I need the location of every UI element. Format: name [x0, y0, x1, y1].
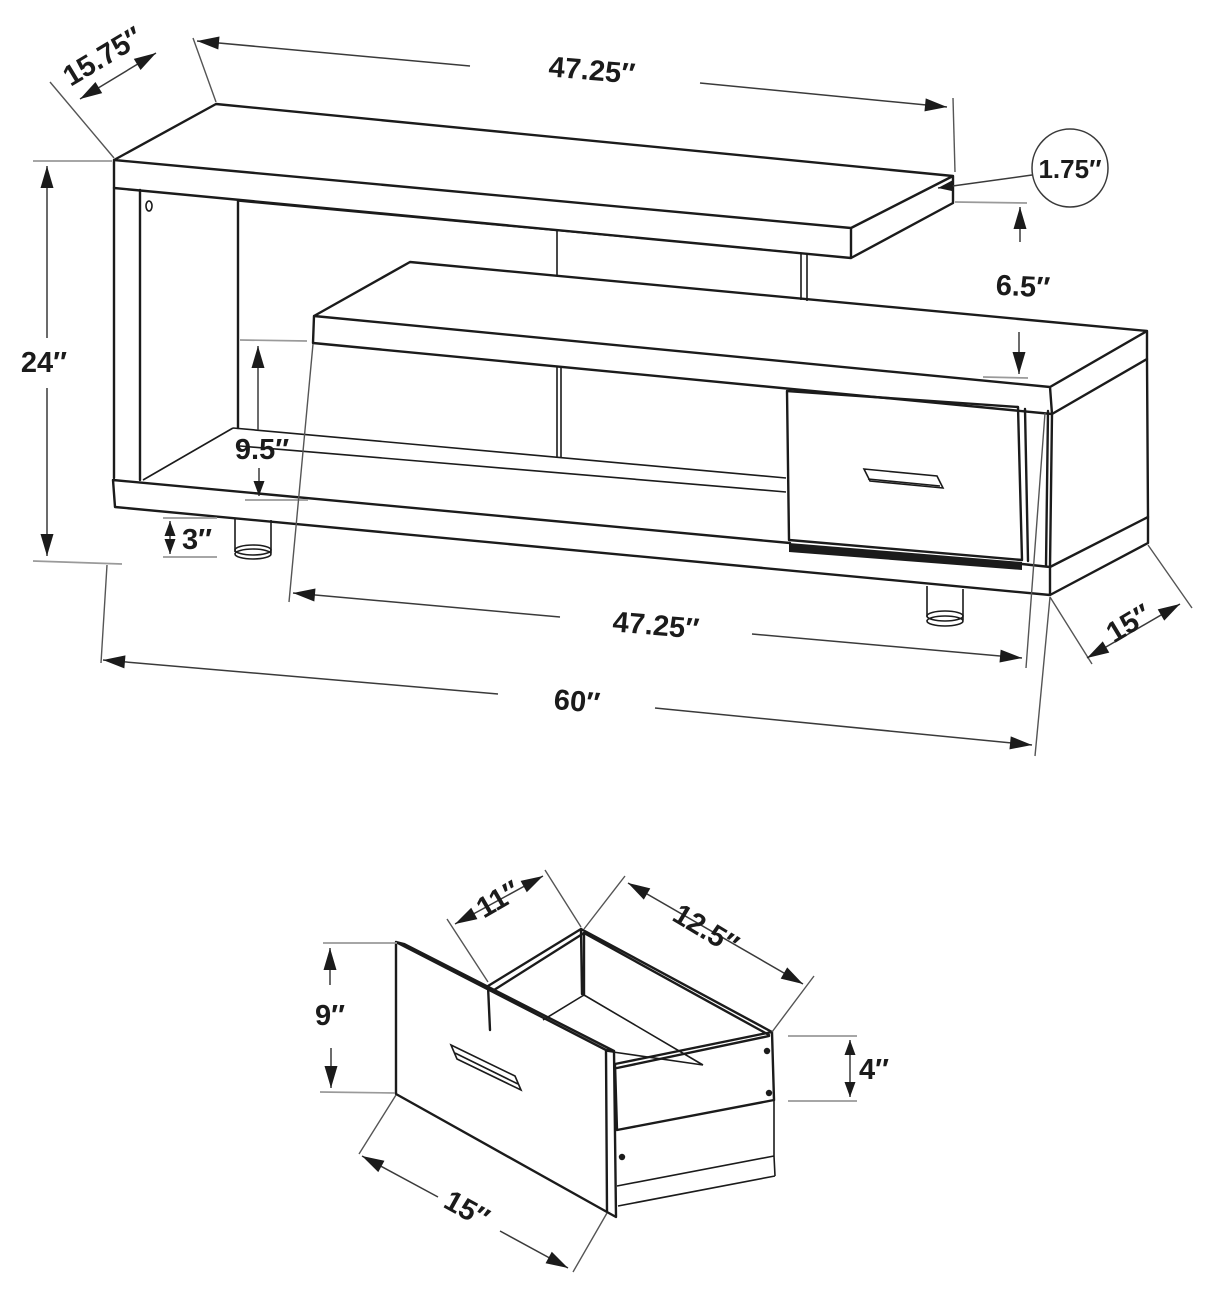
dim-cabinet-width: 47.25″	[288, 343, 1046, 669]
dim-shelf-gap: 6.5″	[954, 201, 1051, 379]
drawer-handle-lip	[867, 478, 941, 487]
drawer-floor	[542, 994, 704, 1066]
drawer-detail-handle	[449, 1043, 523, 1092]
dim-drawer-front-height: 9″	[315, 942, 397, 1094]
overall-height-label: 24″	[21, 347, 67, 379]
shelf-underside-edge	[237, 200, 802, 254]
drawer-bottom-edge	[616, 1100, 776, 1207]
shelf-depth-label: 15.75″	[58, 21, 149, 93]
cabinet-right-side	[1048, 357, 1150, 569]
leg-height-label: 3″	[182, 524, 212, 556]
interior-floor-lines	[142, 427, 787, 493]
dim-cabinet-depth: 15″	[1049, 544, 1193, 665]
drawer-front-panel	[394, 940, 618, 1219]
drawer-figure: 11″ 12.5″ 9″ 4″ 15″	[315, 869, 889, 1273]
top-width-label: 47.25″	[547, 51, 636, 90]
dim-overall-height: 24″	[21, 160, 123, 565]
dim-drawer-inner-width: 12.5″	[583, 875, 815, 1033]
dim-top-width: 47.25″	[196, 36, 956, 173]
cam-lock-hole	[145, 200, 153, 212]
top-thickness-label: 1.75″	[1038, 154, 1101, 184]
dim-shelf-depth: 15.75″	[49, 21, 217, 159]
drawer-front	[785, 389, 1050, 568]
dim-opening-height: 9.5″	[235, 339, 308, 501]
drawer-side-height-label: 4″	[859, 1054, 889, 1086]
drawer-front-height-label: 9″	[315, 1000, 345, 1032]
left-leg	[234, 519, 272, 560]
shelf-support-plate	[800, 253, 808, 301]
top-shelf	[112, 102, 955, 260]
screw-hole-2	[765, 1089, 773, 1097]
dim-drawer-inner-depth: 11″	[446, 869, 582, 983]
tv-stand-figure: 15.75″ 47.25″ 1.75″ 6.5″	[21, 21, 1193, 757]
drawer-inner-width-label: 12.5″	[667, 898, 744, 962]
dim-leg-height: 3″	[163, 517, 217, 558]
screw-hole-1	[763, 1047, 771, 1055]
screw-hole-3	[618, 1153, 626, 1161]
cabinet-depth-label: 15″	[1101, 598, 1157, 649]
drawer-handle	[862, 468, 945, 489]
dim-overall-width: 60″	[100, 564, 1051, 757]
overall-width-label: 60″	[553, 684, 602, 720]
left-side-panel	[112, 186, 240, 482]
drawer-detail-handle-lip	[454, 1052, 519, 1085]
dim-top-thickness: 1.75″	[937, 128, 1109, 208]
opening-height-label: 9.5″	[235, 434, 289, 466]
right-leg	[926, 586, 964, 627]
drawer-front-width-label: 15″	[439, 1185, 495, 1235]
middle-divider	[556, 367, 562, 458]
drawer-box	[486, 927, 776, 1132]
drawer-inner-depth-label: 11″	[471, 875, 526, 925]
cabinet-width-label: 47.25″	[611, 606, 700, 645]
dim-drawer-front-width: 15″	[358, 1094, 608, 1273]
dim-drawer-side-height: 4″	[788, 1035, 889, 1102]
base-plinth	[111, 478, 1150, 597]
shelf-gap-label: 6.5″	[995, 270, 1051, 305]
drawer-gap-shadow	[789, 543, 1022, 570]
